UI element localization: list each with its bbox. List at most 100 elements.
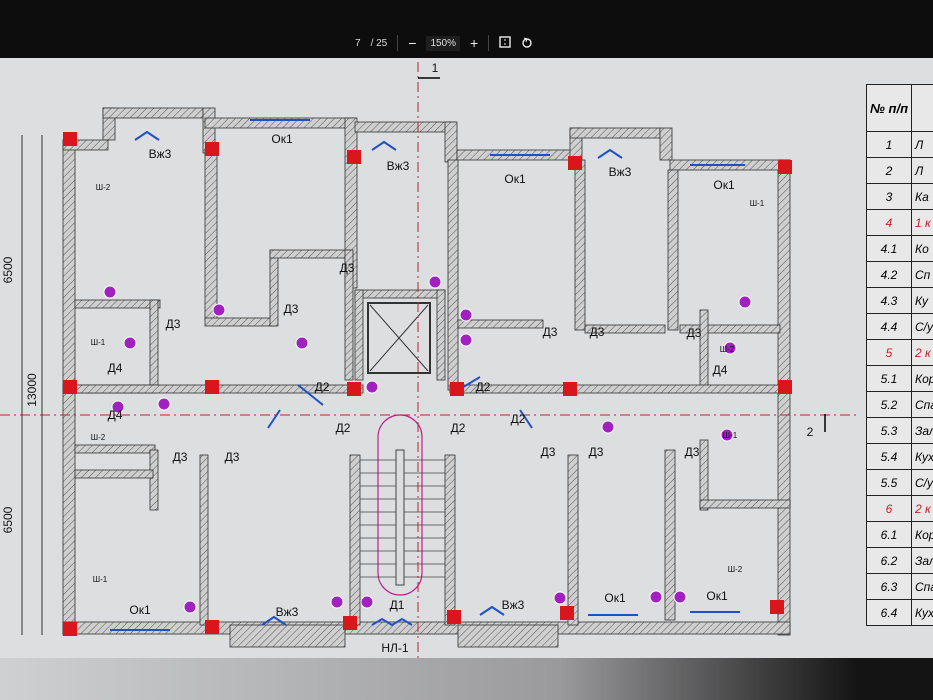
elevator-cross [369,304,429,372]
room-number-marker [123,336,137,350]
section-mark: 1 [432,61,439,75]
row-number: 1 [865,131,913,158]
row-number: 5.2 [865,391,913,418]
elevator-shaft [367,302,431,374]
room-door-label: Д2 [336,421,351,435]
row-name: Кухн [911,599,933,626]
wall [149,449,159,511]
divider [397,35,399,51]
room-door-label: Д3 [541,445,556,459]
wall [74,469,154,479]
room-door-label: НЛ-1 [381,641,409,655]
row-name: Спа [911,391,933,418]
room-number-marker [723,341,737,355]
wall [457,319,544,329]
row-name: Ко [911,235,933,262]
wall [349,454,361,626]
zoom-out-button[interactable]: − [408,35,417,51]
room-door-label: Д2 [476,380,491,394]
wall [74,299,161,309]
shaft-label: Ш-2 [91,433,106,442]
wall [269,249,351,259]
row-number: 4.2 [865,261,913,288]
column [450,382,464,396]
opening [519,409,533,429]
column [347,150,361,164]
row-name: С/у [911,313,933,340]
wall [436,289,446,381]
room-door-label: Д3 [687,326,702,340]
row-name: 1 к [911,209,933,236]
room-number-marker [183,600,197,614]
room-door-label: Ок1 [129,603,151,617]
opening [134,130,160,141]
room-number-marker [360,595,374,609]
table-row: 5.3Зал [865,417,933,444]
column [63,622,77,636]
opening [597,148,623,159]
row-name: Ка [911,183,933,210]
row-name: 2 к [911,495,933,522]
room-number-marker [365,380,379,394]
zoom-level[interactable]: 150% [426,35,461,51]
section-arrow [418,77,826,432]
table-row: 6.2Зал [865,547,933,574]
wall [699,439,709,511]
row-number: 4 [865,209,913,236]
shaft-label: Ш-1 [93,575,108,584]
column [343,616,357,630]
wall [344,249,354,381]
column [560,606,574,620]
room-door-label: Ок1 [604,591,626,605]
row-number: 3 [865,183,913,210]
row-number: 5.5 [865,469,913,496]
fit-page-icon[interactable] [499,35,511,51]
column [63,380,77,394]
column [563,382,577,396]
opening [297,384,324,406]
wall [664,449,676,621]
column [63,132,77,146]
row-number: 2 [865,157,913,184]
room-number-marker [295,336,309,350]
wall [204,149,218,321]
wall [269,249,279,327]
wall [447,159,459,391]
room-number-marker [738,295,752,309]
zoom-in-button[interactable]: + [470,35,479,51]
rotate-icon[interactable] [521,35,533,51]
row-number: 6.1 [865,521,913,548]
room-number-marker [330,595,344,609]
room-door-label: Ок1 [706,589,728,603]
shaft-label: Ш-2 [96,183,111,192]
table-row: 5.1Кор [865,365,933,392]
row-number: 5.3 [865,417,913,444]
room-number-marker [459,333,473,347]
section-mark: 2 [807,425,814,439]
row-name: Кух [911,443,933,470]
opening [479,605,505,616]
room-door-label: Д3 [685,445,700,459]
room-number-marker [428,275,442,289]
viewer-toolbar-bar: 7 / 25 − 150% + [0,0,933,58]
row-number: 4.3 [865,287,913,314]
wall [699,499,791,509]
column [778,160,792,174]
room-number-marker [157,397,171,411]
row-name: Зал [911,547,933,574]
page-number-input[interactable]: 7 [355,37,361,49]
stair-handrail [395,449,405,586]
column [347,382,361,396]
room-door-label: Ок1 [713,178,735,192]
row-number: 4.1 [865,235,913,262]
room-door-label: Вж3 [276,605,299,619]
room-door-label: Вж3 [502,598,525,612]
